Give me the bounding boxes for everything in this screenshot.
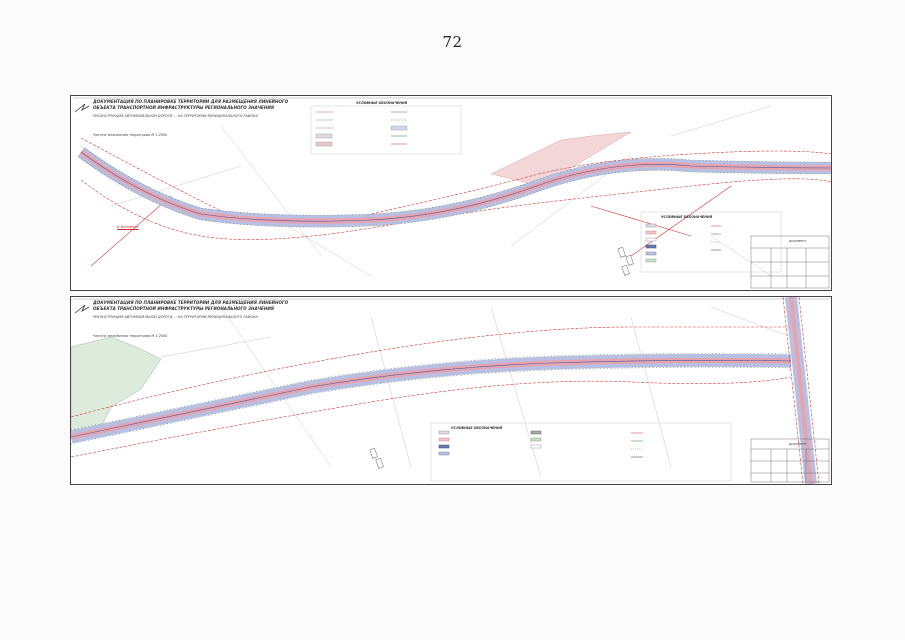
title-block [750,438,830,483]
title-block [750,235,830,289]
legend-header-bottom: УСЛОВНЫЕ ОБОЗНАЧЕНИЯ [661,215,713,219]
legend-header: УСЛОВНЫЕ ОБОЗНАЧЕНИЯ [451,426,503,430]
document-title: ДОКУМЕНТАЦИЯ ПО ПЛАНИРОВКЕ ТЕРРИТОРИИ ДЛ… [93,100,289,111]
document-title: ДОКУМЕНТАЦИЯ ПО ПЛАНИРОВКЕ ТЕРРИТОРИИ ДЛ… [93,301,289,312]
legend-bottom [640,211,782,273]
legend-bottom [430,422,732,482]
page-number: 72 [442,33,463,51]
crossing-road [782,297,820,484]
document-subtitle: РЕКОНСТРУКЦИЯ АВТОМОБИЛЬНОЙ ДОРОГИ ... Н… [93,114,258,118]
document-subtitle: РЕКОНСТРУКЦИЯ АВТОМОБИЛЬНОЙ ДОРОГИ ... Н… [93,315,258,319]
drawing-scale: Чертеж межевания территории М 1:2000 [93,334,168,338]
stamp-label: ДОКУМЕНТ [789,442,807,446]
drawing-sheet-2: ДОКУМЕНТАЦИЯ ПО ПЛАНИРОВКЕ ТЕРРИТОРИИ ДЛ… [70,296,832,485]
drawing-scale: Чертеж межевания территории М 1:2000 [93,133,168,137]
map-drawing-1 [73,97,831,289]
north-arrow-icon [74,304,90,314]
stamp-label: ДОКУМЕНТ [789,239,807,243]
north-arrow-icon [74,103,90,113]
legend-header: УСЛОВНЫЕ ОБОЗНАЧЕНИЯ [356,101,408,105]
map-drawing-2 [71,297,830,484]
drawing-sheet-1: ДОКУМЕНТАЦИЯ ПО ПЛАНИРОВКЕ ТЕРРИТОРИИ ДЛ… [70,95,832,291]
settlement-label: Б Беловойе [117,225,139,229]
legend-top [310,105,462,155]
